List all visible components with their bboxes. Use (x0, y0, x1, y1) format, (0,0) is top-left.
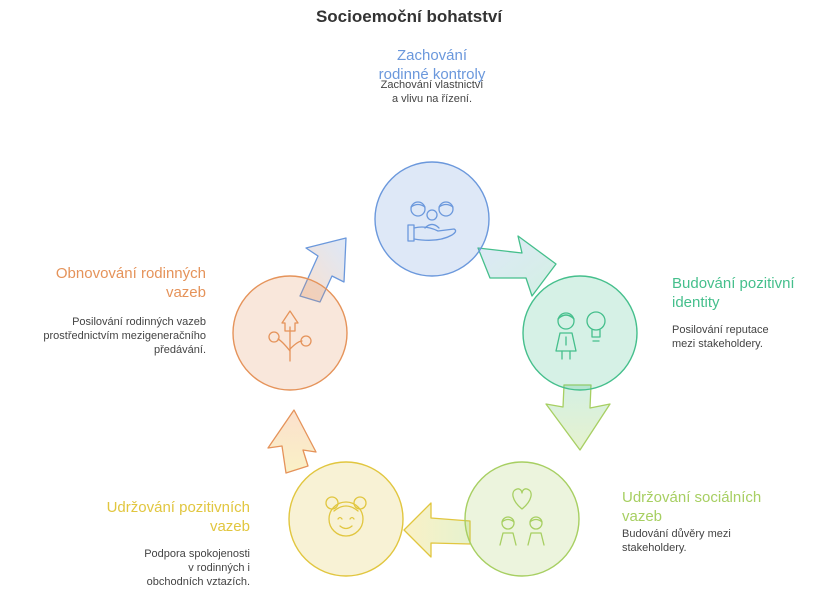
stage-renewal (232, 275, 348, 391)
stage-title-line: vazeb (210, 518, 250, 535)
stage-title-line: Udržování pozitivních (107, 499, 250, 516)
stage-control (374, 161, 490, 277)
arrow-social-to-positive (403, 502, 471, 558)
stage-positive (288, 461, 404, 577)
stage-title-line: rodinné kontroly (379, 66, 486, 83)
arrow-identity-to-social (545, 384, 611, 451)
stage-description-line: Podpora spokojenosti (144, 548, 250, 560)
stage-description-line: Posilování reputace (672, 324, 769, 336)
stage-title-line: identity (672, 294, 720, 311)
stage-description-line: prostřednictvím mezigeneračního (43, 330, 206, 342)
stage-title-line: Udržování sociálních (622, 489, 761, 506)
stage-description-line: Posilování rodinných vazeb (72, 316, 206, 328)
stage-title-line: vazeb (622, 508, 662, 525)
stage-title-line: Budování pozitivní (672, 275, 795, 292)
stage-circle (464, 461, 580, 577)
stage-circle (522, 275, 638, 391)
arrow-control-to-identity (477, 235, 557, 297)
stage-description-line: Zachování vlastnictví (381, 79, 484, 91)
cycle-arrows (267, 235, 611, 558)
stage-circles (232, 161, 638, 577)
family-hand-icon (407, 201, 457, 242)
stage-description-line: a vlivu na řízení. (392, 93, 472, 105)
stage-social (464, 461, 580, 577)
stage-description-line: v rodinných i (188, 562, 250, 574)
arrow-positive-to-renewal (267, 409, 317, 474)
stage-circle (374, 161, 490, 277)
arrow-renewal-to-control (299, 237, 347, 303)
stage-title-line: Obnovování rodinných (56, 265, 206, 282)
stage-description-line: předávání. (154, 344, 206, 356)
stage-circle (288, 461, 404, 577)
stage-title-line: Zachování (397, 47, 468, 64)
stage-description-line: obchodních vztazích. (147, 576, 250, 588)
diagram-title: Socioemoční bohatství (316, 7, 503, 26)
stage-title-line: vazeb (166, 284, 206, 301)
smiling-child-icon (325, 496, 367, 537)
stage-description-line: mezi stakeholdery. (672, 338, 763, 350)
stage-description-line: stakeholdery. (622, 542, 687, 554)
people-heart-icon (499, 488, 545, 546)
person-lightbulb-icon (555, 311, 606, 360)
growing-plant-icon (268, 310, 312, 362)
stage-identity (522, 275, 638, 391)
stage-description-line: Budování důvěry mezi (622, 528, 731, 540)
